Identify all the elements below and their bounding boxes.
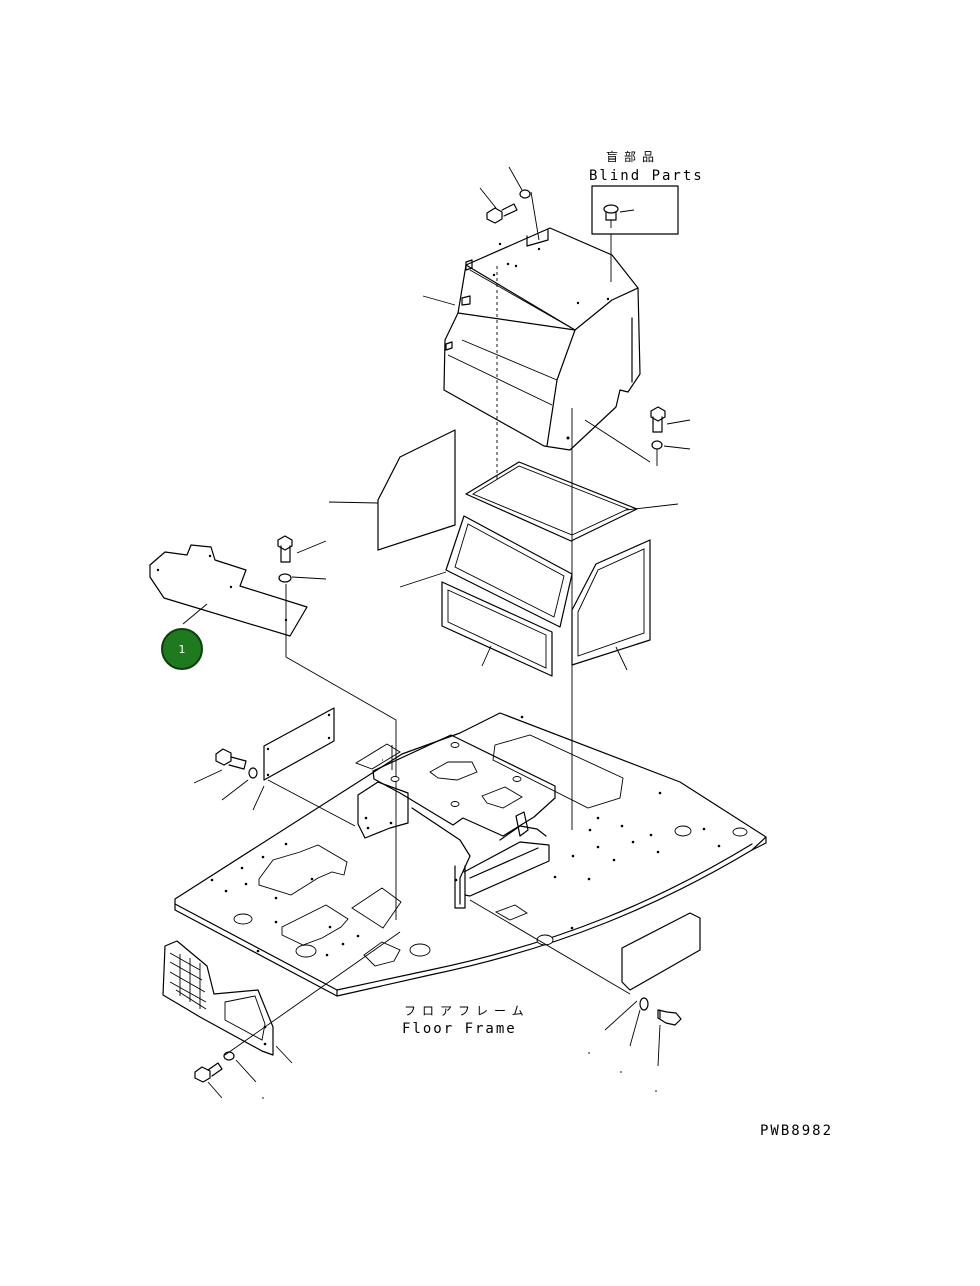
blind-rivet bbox=[603, 204, 635, 228]
callout-1-marker[interactable] bbox=[161, 628, 203, 670]
left-bolt bbox=[193, 748, 247, 784]
floor-frame-jp-label: フロアフレーム bbox=[404, 1004, 530, 1018]
top-washer bbox=[508, 166, 540, 241]
center-mount-plate bbox=[354, 734, 556, 909]
right-washer bbox=[651, 440, 691, 466]
lower-left-washer bbox=[223, 1051, 257, 1083]
front-glass bbox=[399, 515, 573, 628]
callout-1-number: 1 bbox=[179, 643, 186, 656]
top-bolt bbox=[479, 187, 518, 224]
floor-frame bbox=[174, 712, 767, 997]
blind-parts-box bbox=[591, 185, 679, 235]
left-washer bbox=[221, 767, 258, 801]
blind-parts-en-label: Blind Parts bbox=[589, 168, 704, 184]
lower-front-glass bbox=[441, 581, 553, 677]
blind-parts-group: 盲部品 Blind Parts bbox=[589, 149, 704, 282]
lower-left-bolt bbox=[194, 1062, 223, 1099]
callout-1[interactable]: 1 bbox=[161, 628, 203, 670]
upper-cover bbox=[422, 227, 651, 830]
right-bolt bbox=[650, 406, 691, 433]
cover-plate-left bbox=[252, 707, 356, 827]
mid-washer bbox=[278, 573, 397, 920]
drawing-code: PWB8982 bbox=[760, 1123, 833, 1139]
lower-grille-cover bbox=[162, 931, 401, 1064]
floor-frame-en-label: Floor Frame bbox=[402, 1021, 517, 1037]
right-side-glass bbox=[571, 539, 651, 671]
blind-parts-jp-label: 盲部品 bbox=[606, 149, 660, 164]
right-lower-washer bbox=[604, 997, 649, 1047]
mid-bolt bbox=[277, 535, 327, 563]
floor-plate-left bbox=[149, 544, 308, 637]
cover-plate-right bbox=[469, 899, 701, 995]
right-lower-bolt bbox=[657, 1009, 682, 1067]
left-side-glass bbox=[328, 429, 456, 551]
roof-glass bbox=[465, 461, 679, 542]
